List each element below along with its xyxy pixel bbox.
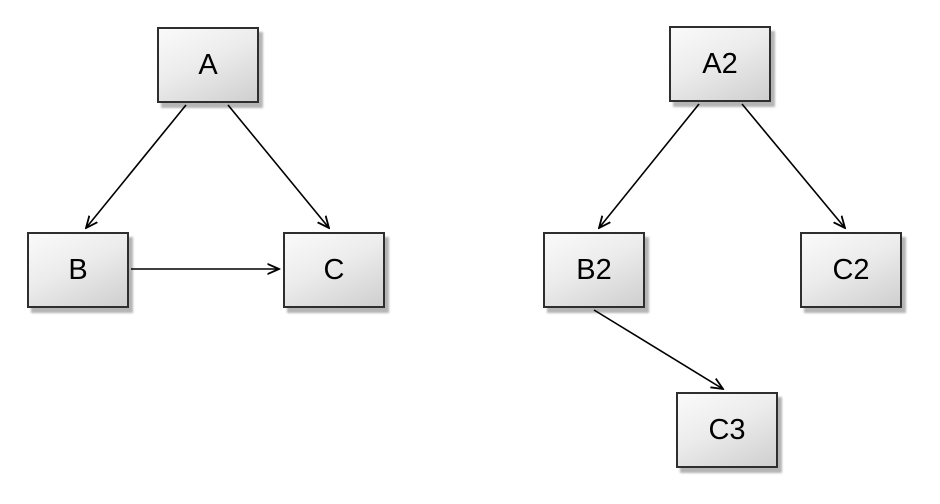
edge-A2-B2[interactable] [599,103,700,228]
node-A2-label: A2 [702,47,738,80]
node-C[interactable]: C [283,232,385,308]
edge-A-B[interactable] [86,104,187,228]
node-C3-label: C3 [708,413,746,446]
node-B2-label: B2 [576,253,612,286]
edge-A2-C2[interactable] [741,103,845,228]
node-C2[interactable]: C2 [800,232,902,308]
node-B2[interactable]: B2 [543,232,645,308]
edge-A-C[interactable] [227,104,329,228]
node-C-label: C [323,253,345,286]
node-A[interactable]: A [157,27,259,103]
node-B-label: B [68,253,88,286]
node-C2-label: C2 [832,253,870,286]
node-C3[interactable]: C3 [676,392,778,468]
node-B[interactable]: B [27,232,129,308]
node-A2[interactable]: A2 [669,26,771,102]
edge-B2-C3[interactable] [593,309,723,389]
node-A-label: A [198,48,218,81]
